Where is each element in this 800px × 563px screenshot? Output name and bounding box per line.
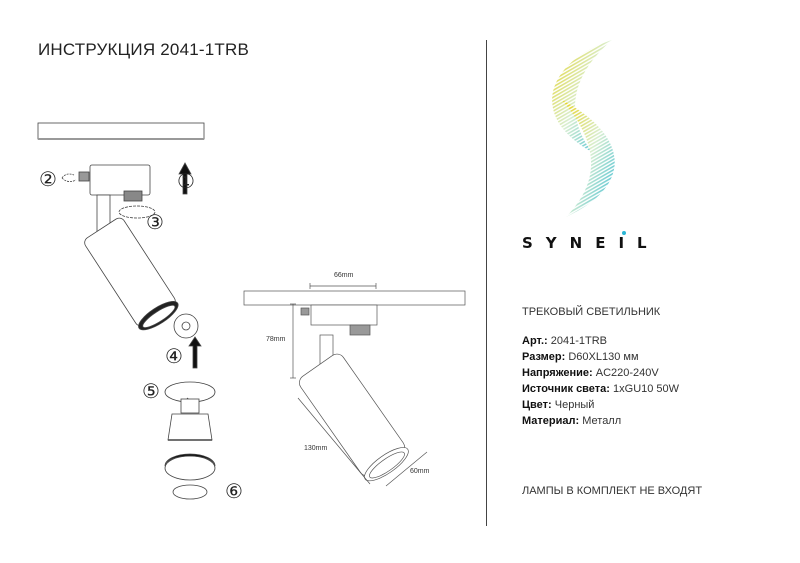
dim-60mm: 60mm — [410, 468, 430, 475]
track-adapter — [310, 304, 378, 326]
track-rail — [243, 290, 466, 306]
exploded-view-drawing — [37, 122, 216, 500]
step-5-label: ⑤ — [142, 381, 160, 403]
spec-material: Материал: Металл — [522, 415, 621, 427]
product-type: ТРЕКОВЫЙ СВЕТИЛЬНИК — [522, 306, 661, 318]
syneil-logo — [552, 40, 615, 217]
track-adapter — [89, 164, 151, 196]
dim-78mm: 78mm — [266, 336, 286, 343]
dimension-drawing — [243, 283, 466, 487]
front-ring — [164, 453, 216, 467]
gu10-bulb — [167, 413, 213, 441]
spec-value: 2041-1TRB — [550, 335, 607, 347]
lamps-not-included-note: ЛАМПЫ В КОМПЛЕКТ НЕ ВХОДЯТ — [522, 485, 703, 497]
step-3-label: ③ — [146, 212, 164, 234]
spec-article: Арт.: 2041-1TRB — [522, 335, 607, 347]
spec-light-source: Источник света: 1xGU10 50W — [522, 383, 679, 395]
spec-label: Цвет: — [522, 399, 552, 411]
spec-label: Размер: — [522, 351, 566, 363]
dim-130mm: 130mm — [304, 445, 328, 452]
cylinder-body — [299, 353, 409, 482]
spec-label: Источник света: — [522, 383, 610, 395]
spec-color: Цвет: Черный — [522, 399, 594, 411]
track-rail — [37, 122, 205, 140]
spec-size: Размер: D60XL130 мм — [522, 351, 639, 363]
spec-label: Материал: — [522, 415, 580, 427]
adapter-screw — [78, 171, 90, 182]
step-4-label: ④ — [165, 346, 183, 368]
spec-value: AC220-240V — [595, 367, 659, 379]
brand-name: SYNEIL — [522, 234, 660, 252]
spec-value: Черный — [554, 399, 595, 411]
spec-value: Металл — [582, 415, 622, 427]
column-divider — [486, 40, 487, 526]
spec-voltage: Напряжение: AC220-240V — [522, 367, 659, 379]
logo-dot — [622, 231, 626, 235]
step-1-label: ① — [177, 171, 195, 193]
cylinder-body — [84, 217, 179, 331]
arrow-up-icon — [188, 336, 202, 369]
spec-label: Напряжение: — [522, 367, 593, 379]
page-title: ИНСТРУКЦИЯ 2041-1TRB — [38, 40, 249, 59]
step-2-label: ② — [39, 169, 57, 191]
rotate-ring — [172, 484, 208, 500]
arrow-up-icon — [178, 162, 192, 195]
adapter-knob — [123, 190, 143, 202]
bulb-pins — [180, 398, 200, 414]
spec-value: 1xGU10 50W — [613, 383, 680, 395]
step-6-label: ⑥ — [225, 481, 243, 503]
dim-66mm: 66mm — [334, 272, 354, 279]
spec-label: Арт.: — [522, 335, 548, 347]
spec-value: D60XL130 мм — [568, 351, 639, 363]
